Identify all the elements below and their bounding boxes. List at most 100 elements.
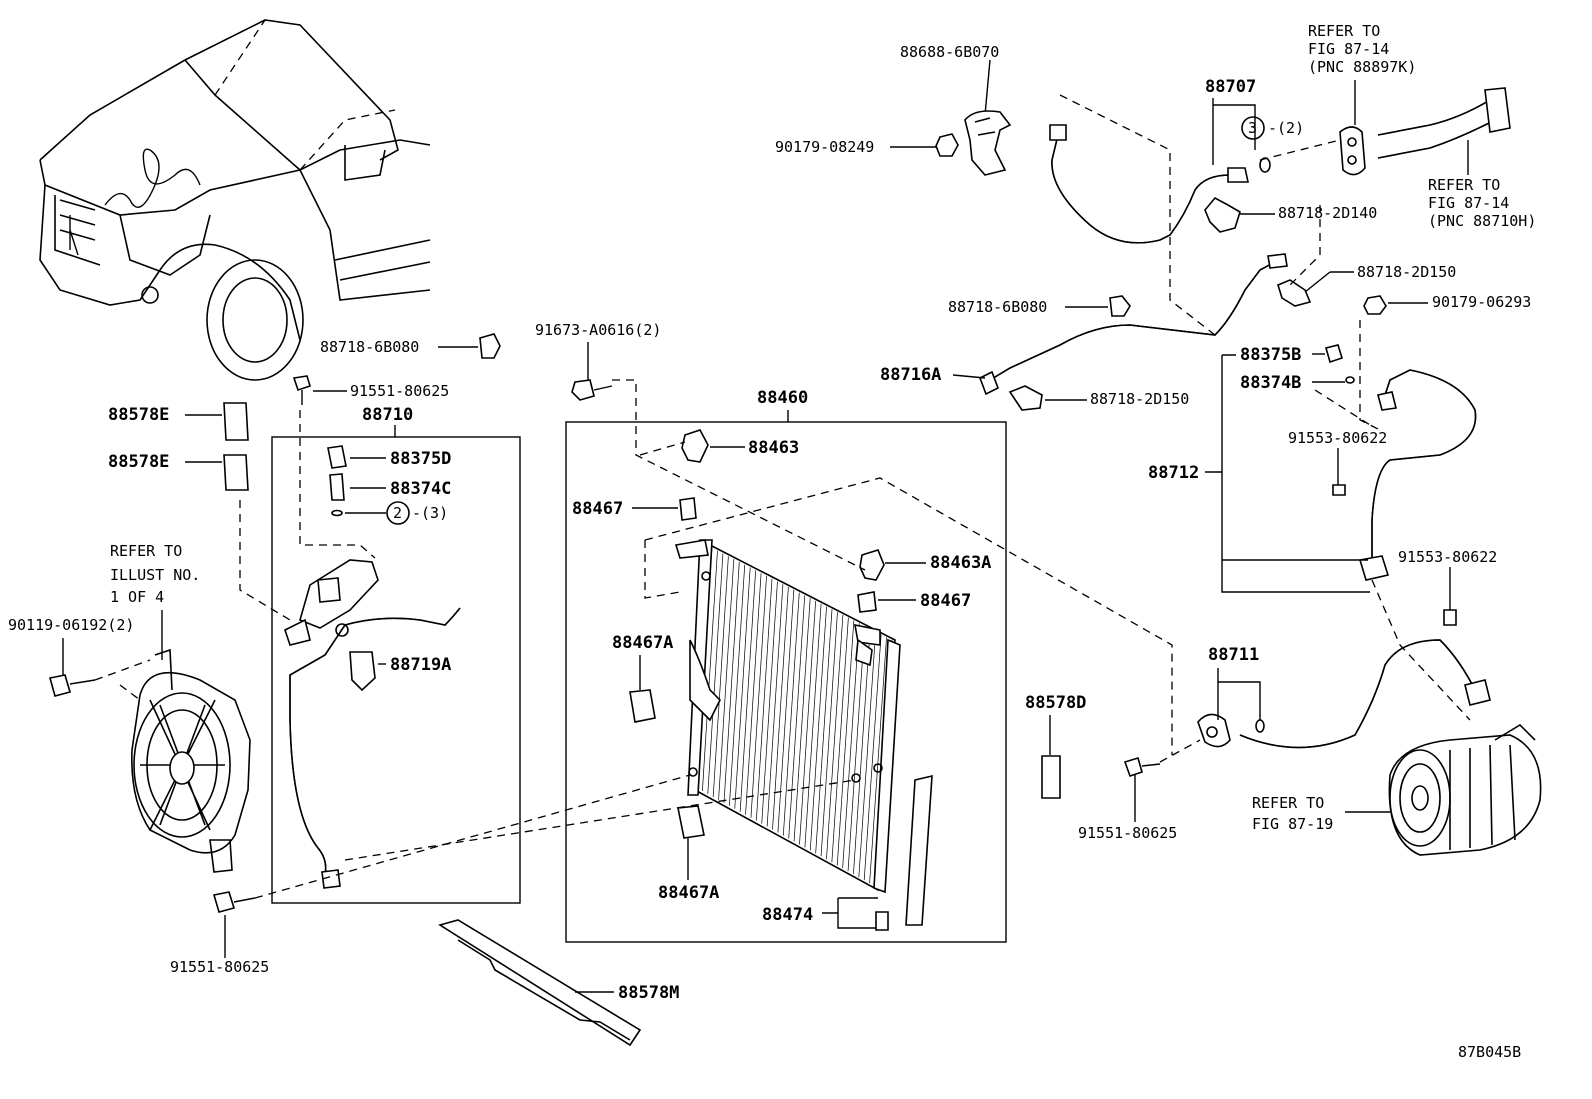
svg-text:88707: 88707 (1205, 77, 1256, 97)
svg-text:88718-6B080: 88718-6B080 (948, 298, 1047, 316)
condenser-fin-line (863, 634, 882, 881)
svg-text:91553-80622: 91553-80622 (1288, 429, 1387, 447)
condenser-fin-line (772, 587, 789, 830)
condenser-fin-line (815, 609, 833, 854)
condenser-fin-line (739, 570, 756, 812)
bolt-91551-80625-top (292, 375, 311, 405)
callout-circle-3: 3 -(2) (1241, 116, 1304, 173)
bracket-88688-6b070 (964, 110, 1012, 176)
reference-illust-no-1-of-4: REFER TO ILLUST NO. 1 OF 4 (110, 542, 200, 660)
group-box-88710 (271, 436, 521, 904)
hose-88711 (1197, 639, 1491, 749)
svg-text:(PNC 88897K): (PNC 88897K) (1308, 58, 1416, 76)
condenser-fin-line (745, 573, 762, 815)
svg-text:90119-06192(2): 90119-06192(2) (8, 616, 134, 634)
condenser-fin-line (836, 620, 855, 866)
label-88375d: 88375D (327, 445, 451, 469)
condenser-fin-line (847, 626, 866, 872)
svg-text:88710: 88710 (362, 405, 413, 425)
label-88463a: 88463A (885, 553, 991, 573)
bracket-88463 (681, 429, 709, 463)
svg-text:88375B: 88375B (1240, 345, 1301, 365)
svg-text:88718-2D150: 88718-2D150 (1090, 390, 1189, 408)
label-88718-2d150-upper: 88718-2D150 (1304, 263, 1456, 293)
clamp-88718-6b080-left (479, 333, 501, 359)
svg-text:-(2): -(2) (1268, 119, 1304, 137)
label-88467a-upper: 88467A (612, 633, 673, 690)
condenser-fin-line (761, 581, 778, 824)
condenser-fin-line (853, 628, 871, 875)
svg-text:REFER TO: REFER TO (1428, 176, 1500, 194)
bolt-90119-06192 (48, 674, 96, 697)
svg-text:1 OF 4: 1 OF 4 (110, 588, 164, 606)
diagram-code: 87B045B (1458, 1043, 1521, 1061)
condenser-fin-line (723, 561, 740, 803)
svg-text:88718-6B080: 88718-6B080 (320, 338, 419, 356)
svg-text:90179-06293: 90179-06293 (1432, 293, 1531, 311)
condenser-fin-line (702, 550, 718, 791)
condenser-fin-line (809, 606, 827, 851)
label-88474: 88474 (762, 897, 878, 929)
callout-circle-2: 2 -(3) (331, 501, 448, 525)
svg-text:88463: 88463 (748, 438, 799, 458)
label-88460: 88460 (757, 388, 808, 422)
label-90119-06192: 90119-06192(2) (8, 616, 134, 675)
svg-text:88718-2D140: 88718-2D140 (1278, 204, 1377, 222)
svg-text:ILLUST NO.: ILLUST NO. (110, 566, 200, 584)
clamp-88718-2d140 (1204, 196, 1241, 233)
label-88711: 88711 (1208, 645, 1265, 733)
condenser-fin-line (842, 623, 860, 869)
svg-text:88467: 88467 (572, 499, 623, 519)
condenser-core-88460 (674, 539, 901, 894)
cushion-88467-lower (857, 591, 877, 613)
label-88718-6b080-right: 88718-6B080 (948, 298, 1108, 316)
svg-text:88711: 88711 (1208, 645, 1259, 665)
label-88467-lower: 88467 (878, 591, 971, 611)
vehicle-illustration (39, 19, 431, 381)
label-88710: 88710 (362, 405, 413, 437)
seal-88578m (438, 919, 642, 1047)
svg-text:FIG 87-19: FIG 87-19 (1252, 815, 1333, 833)
compressor-refer-fig-87-19 (1388, 723, 1542, 856)
seal-88578e-lower (223, 454, 249, 491)
reference-fig-87-14-88897k: REFER TO FIG 87-14 (PNC 88897K) (1308, 22, 1416, 125)
svg-text:88375D: 88375D (390, 449, 451, 469)
label-88467a-lower: 88467A (658, 838, 719, 903)
svg-text:88716A: 88716A (880, 365, 941, 385)
seal-88578e-upper (223, 402, 249, 441)
label-88578e-lower: 88578E (108, 452, 222, 472)
label-91551-80625-right: 91551-80625 (1078, 775, 1177, 842)
bracket-88463a (859, 549, 885, 581)
condenser-fin-line (820, 612, 838, 857)
svg-text:88460: 88460 (757, 388, 808, 408)
seal-88578d (1041, 755, 1061, 799)
svg-text:91551-80625: 91551-80625 (350, 382, 449, 400)
svg-text:REFER TO: REFER TO (110, 542, 182, 560)
svg-text:91551-80625: 91551-80625 (1078, 824, 1177, 842)
condenser-fin-line (799, 600, 816, 845)
svg-text:REFER TO: REFER TO (1252, 794, 1324, 812)
svg-text:88578M: 88578M (618, 983, 679, 1003)
condenser-fin-line (750, 575, 767, 818)
svg-text:88467A: 88467A (612, 633, 673, 653)
label-88716a: 88716A (880, 365, 986, 385)
label-88719a: 88719A (378, 655, 451, 675)
clamp-88718-2d150-lower (1008, 385, 1043, 411)
condenser-fin-line (729, 564, 746, 806)
label-90179-06293: 90179-06293 (1388, 293, 1531, 311)
condenser-fin-line (734, 567, 751, 809)
condenser-fin-line (869, 637, 887, 884)
label-91553-80622-lower: 91553-80622 (1398, 548, 1497, 626)
receiver-88474 (875, 774, 933, 931)
svg-text:88718-2D150: 88718-2D150 (1357, 263, 1456, 281)
label-91551-80625-bottom: 91551-80625 (170, 915, 269, 976)
clamp-88718-2d150-upper (1277, 279, 1312, 307)
condenser-fin-line (707, 553, 724, 794)
cushion-88467-upper (679, 497, 697, 521)
label-88718-2d140: 88718-2D140 (1240, 204, 1377, 222)
reference-fig-87-14-88710h: REFER TO FIG 87-14 (PNC 88710H) (1428, 140, 1536, 230)
svg-text:88463A: 88463A (930, 553, 991, 573)
condenser-fin-line (793, 598, 811, 842)
label-88688-6b070: 88688-6B070 (900, 43, 999, 116)
condenser-fin-line (804, 603, 822, 848)
